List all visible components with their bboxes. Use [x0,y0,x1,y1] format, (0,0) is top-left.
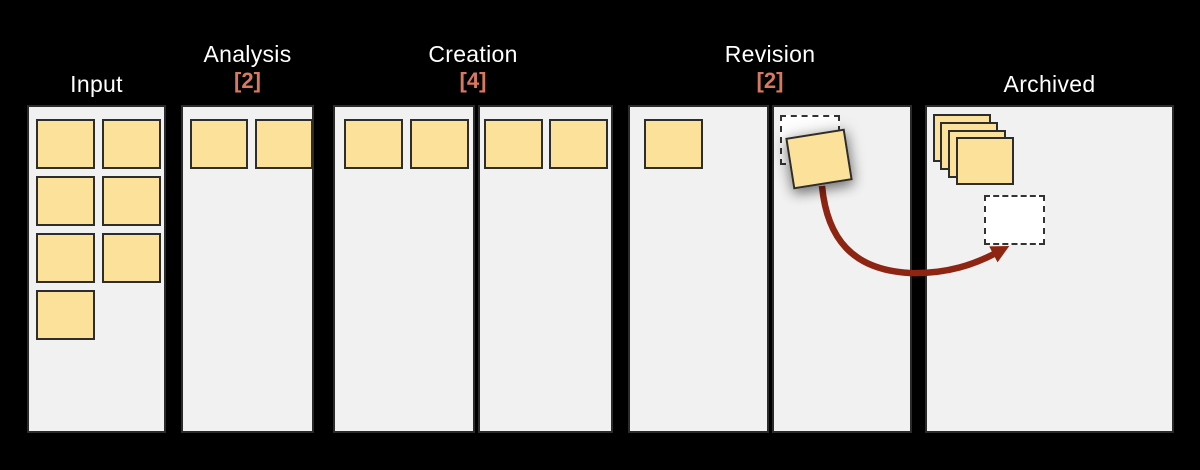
sticky-note [102,176,161,226]
sticky-note [549,119,608,169]
sticky-note [36,176,95,226]
sticky-note [255,119,313,169]
sticky-note [36,119,95,169]
sticky-note [190,119,248,169]
drop-target-slot [984,195,1045,245]
column-panel-input [27,105,166,433]
column-title-label: Creation [428,41,518,67]
column-title-label: Analysis [203,41,292,67]
column-panel-archived [925,105,1174,433]
moving-sticky-note [785,128,853,190]
sticky-note [410,119,469,169]
column-title-creation: Creation [4] [333,40,613,94]
sticky-note [102,233,161,283]
column-panel-revision-sub1 [628,105,769,433]
wip-limit-badge: [2] [756,68,784,93]
sticky-note [644,119,703,169]
sticky-note [36,290,95,340]
column-panel-creation-sub1 [333,105,475,433]
column-title-input: Input [27,70,166,98]
wip-limit-badge: [2] [234,68,261,93]
sticky-note [102,119,161,169]
wip-limit-badge: [4] [459,68,487,93]
sticky-note [36,233,95,283]
column-panel-creation-sub2 [478,105,613,433]
column-title-revision: Revision [2] [628,40,912,94]
column-title-label: Revision [724,41,816,67]
sticky-note [344,119,403,169]
column-title-analysis: Analysis [2] [181,40,314,94]
sticky-note [484,119,543,169]
column-title-archived: Archived [925,70,1174,98]
column-title-label: Input [70,71,123,97]
column-title-label: Archived [1003,71,1096,97]
column-panel-analysis [181,105,314,433]
sticky-note-stacked [956,137,1014,185]
